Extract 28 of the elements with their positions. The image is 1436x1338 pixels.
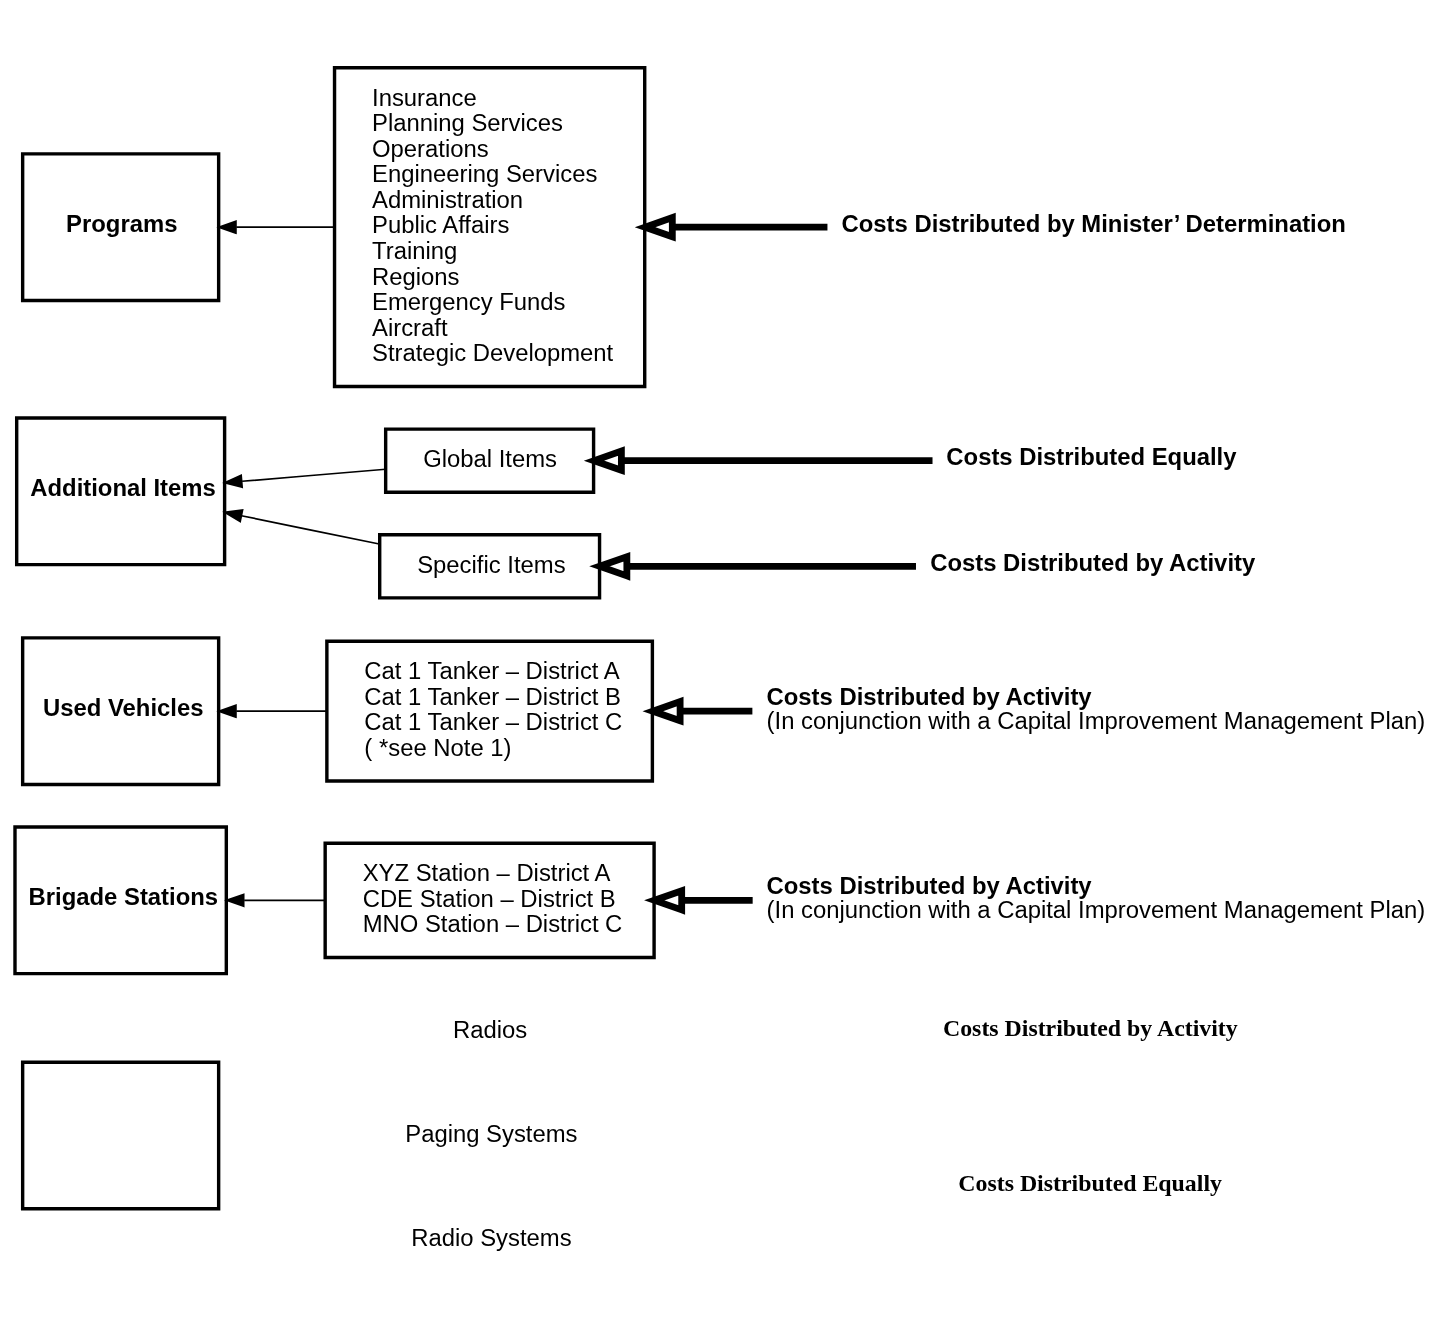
node-box: Programs bbox=[20, 152, 221, 303]
label: Costs Distributed Equally bbox=[958, 1170, 1222, 1197]
arrow bbox=[583, 446, 933, 475]
arrow bbox=[216, 220, 336, 235]
node-box: Brigade Stations bbox=[13, 825, 229, 976]
node-text: Costs Distributed by Activity bbox=[930, 548, 1256, 576]
node-text: Costs Distributed by Activity (In conjunction with a Capital Improvement Management Plan) bbox=[766, 871, 1426, 923]
arrow bbox=[634, 212, 828, 242]
node-box: Additional Items bbox=[15, 416, 227, 567]
node-box: XYZ Station – District A CDE Station – District B MNO Station – District C bbox=[323, 841, 656, 960]
arrow bbox=[642, 696, 753, 726]
node-text: Costs Distributed Equally bbox=[946, 443, 1237, 471]
arrow bbox=[222, 508, 381, 545]
label: Paging Systems bbox=[405, 1119, 578, 1147]
arrow bbox=[216, 704, 328, 719]
label: Costs Distributed by Activity bbox=[942, 1015, 1238, 1042]
arrow bbox=[222, 468, 387, 489]
node-box bbox=[20, 1060, 221, 1211]
label: Radio Systems bbox=[411, 1223, 572, 1251]
node-box: Used Vehicles bbox=[20, 636, 221, 787]
node-box: Insurance Planning Services Operations Engineering Services Administration Public Affairs Training Regions Emergency Funds Aircraft Strategic Development bbox=[332, 66, 647, 389]
node-box: Specific Items bbox=[378, 533, 602, 600]
node-box: Cat 1 Tanker – District A Cat 1 Tanker – District B Cat 1 Tanker – District C ( *see Note 1) bbox=[325, 639, 655, 783]
node-box: Global Items bbox=[383, 427, 596, 494]
node-text: Costs Distributed by Activity (In conjunction with a Capital Improvement Management Plan) bbox=[766, 682, 1426, 734]
node-text: Costs Distributed by Minister’ Determination bbox=[841, 209, 1346, 237]
arrow bbox=[224, 893, 326, 908]
label: Radios bbox=[452, 1015, 528, 1043]
